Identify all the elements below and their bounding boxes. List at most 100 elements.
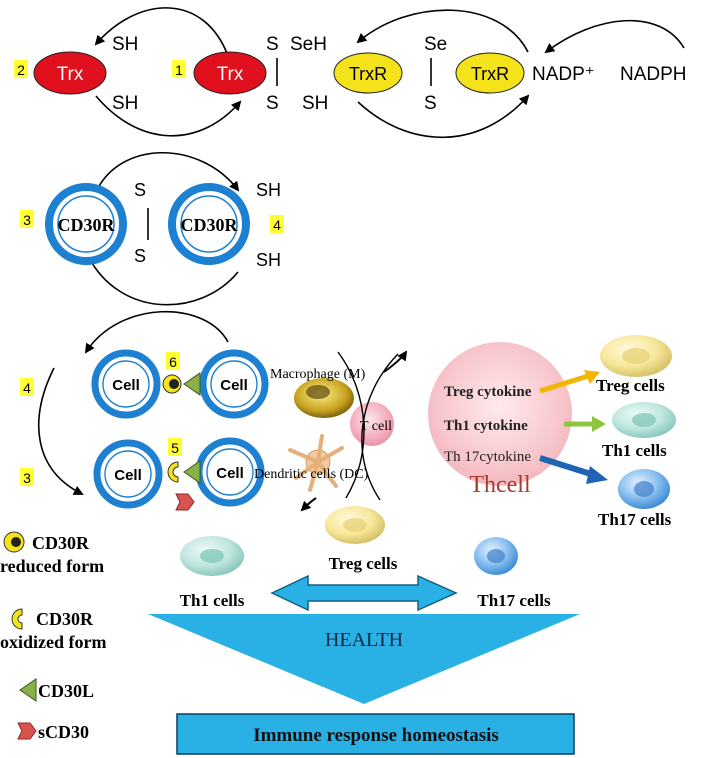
- legend-cd30r-oxidized-line2: oxidized form: [0, 632, 106, 652]
- step-badge-1: [172, 60, 186, 78]
- cell-label-b: Cell: [220, 377, 248, 394]
- step-badge-4-bottom: [20, 378, 34, 396]
- treg-arrow: [539, 373, 589, 394]
- cell-ring-c: [93, 439, 163, 509]
- macrophage-label: Macrophage (M): [270, 367, 366, 382]
- trx-oxidized-label: Trx: [217, 64, 244, 85]
- homeostasis-box: [176, 713, 575, 755]
- step-number-5: 5: [171, 440, 179, 456]
- step-number-3-bottom: 3: [23, 470, 31, 486]
- th17-cell-nucleus-icon: [634, 481, 654, 497]
- cd30r-oxidized-label: CD30R: [58, 215, 116, 235]
- th1-arrowhead: [592, 416, 606, 432]
- dendritic-cells-label: Dendritic cells (DC): [254, 467, 369, 482]
- treg-cells-label-right: Treg cells: [596, 376, 665, 395]
- curve-right: [361, 353, 399, 501]
- treg-arrowhead: [584, 370, 600, 384]
- th1-cell-nucleus-icon: [632, 413, 656, 427]
- legend-cd30l-label: CD30L: [38, 681, 94, 701]
- cd30r-oxidized-ring: [45, 183, 127, 265]
- trxr-oxidized-oval: [455, 52, 525, 94]
- th17-arrowhead: [586, 466, 608, 484]
- trxr-se: Se: [424, 34, 447, 55]
- oxidation-arrow-top: [94, 7, 229, 57]
- trx-s-bottom: S: [266, 93, 279, 114]
- trxr-seh: SeH: [290, 34, 327, 55]
- step-number-4-top: 4: [273, 217, 281, 233]
- cd30r-reduced-label: CD30R: [181, 215, 239, 235]
- trxr-s: S: [424, 93, 437, 114]
- legend-cd30r-reduced-core-icon: [11, 537, 21, 547]
- step-badge-2: [14, 60, 28, 78]
- step-badge-5: [168, 438, 182, 456]
- trx-sh-bottom: SH: [112, 93, 138, 114]
- t-cell-label: T cell: [360, 419, 392, 434]
- thcell-icon: [428, 342, 572, 486]
- cd30r-arrow-top: [95, 152, 240, 193]
- cell-ring-a: [91, 349, 161, 419]
- trx-redox-chain: 2 1 Trx SH SH Trx S S SeH SH TrxR Se S T…: [14, 7, 687, 139]
- homeostasis-label: Immune response homeostasis: [253, 725, 499, 746]
- th17-cytokine-label: Th 17cytokine: [444, 449, 531, 465]
- reduction-arrow-bottom: [95, 95, 242, 137]
- cell-label-a: Cell: [112, 377, 140, 394]
- step-number-6: 6: [169, 354, 177, 370]
- scd30-icon: [175, 493, 195, 511]
- step-badge-3-top: [20, 210, 34, 228]
- treg-cytokine-label: Treg cytokine: [444, 384, 532, 400]
- cd30r-sh-top: SH: [256, 180, 281, 200]
- th17-cell-left-nucleus-icon: [487, 549, 505, 563]
- trxr-oxidized-label: TrxR: [471, 64, 509, 84]
- trx-oxidized-oval: [193, 51, 267, 95]
- health-balance: Treg cells Th1 cells Th17 cells HEALTH I…: [148, 506, 580, 755]
- legend-cd30r-reduced-line2: reduced form: [0, 556, 104, 576]
- cd30r-reduced-inner-ring: [180, 195, 238, 253]
- step-badge-3-bottom: [20, 468, 34, 486]
- th1-cytokine-label: Th1 cytokine: [444, 418, 528, 434]
- treg-cells-label-center: Treg cells: [329, 554, 398, 573]
- health-label: HEALTH: [325, 629, 403, 651]
- trx-reduced-oval: [33, 51, 107, 95]
- cell-arrow-top: [84, 310, 229, 354]
- step-badge-6: [166, 352, 180, 370]
- nadph-label: NADPH: [620, 64, 687, 85]
- treg-cell-center-nucleus-icon: [343, 518, 367, 532]
- cd30l-icon: [183, 372, 201, 396]
- step-badge-4-top: [270, 215, 284, 233]
- legend-scd30-icon: [17, 722, 37, 740]
- trxr-reduced-oval: [333, 52, 403, 94]
- th17-arrow: [539, 455, 595, 478]
- trx-reduced-label: Trx: [57, 64, 84, 85]
- nadph-arrow: [544, 19, 685, 54]
- cell-label-c: Cell: [114, 467, 142, 484]
- t-cell-icon: [350, 402, 394, 446]
- cell-inner-ring-a: [102, 360, 150, 408]
- cd30r-reduced-core-icon: [169, 379, 179, 389]
- step-number-2: 2: [17, 62, 25, 78]
- feedback-arrow: [300, 497, 317, 512]
- th1-cell-left-nucleus-icon: [200, 549, 224, 563]
- trx-s-top: S: [266, 34, 279, 55]
- activation-arrow: [383, 350, 408, 373]
- cell-inner-ring-c: [104, 450, 152, 498]
- step-number-3-top: 3: [23, 212, 31, 228]
- cd30r-arrow-bottom: [87, 254, 239, 306]
- thcell-title: Thcell: [469, 472, 531, 498]
- trxr-sh: SH: [302, 93, 328, 114]
- curve-left: [337, 351, 365, 499]
- macrophage-nucleus-icon: [306, 385, 330, 399]
- trxr-arrow-bottom: [357, 94, 530, 139]
- step-number-4-bottom: 4: [23, 380, 31, 396]
- cell-ring-b: [199, 349, 269, 419]
- trxr-reduced-label: TrxR: [349, 64, 387, 84]
- th1-cells-label-center: Th1 cells: [180, 591, 245, 610]
- legend-cd30r-reduced-line1: CD30R: [32, 533, 90, 553]
- health-triangle: [148, 614, 580, 704]
- cell-arrow-left: [37, 367, 84, 495]
- balance-double-arrow: [270, 574, 458, 612]
- legend: CD30R reduced form CD30R oxidized form C…: [0, 531, 106, 742]
- th1-cells-label-right: Th1 cells: [602, 441, 667, 460]
- th17-cells-label-right: Th17 cells: [598, 510, 672, 529]
- legend-cd30r-oxidized-icon: [11, 608, 23, 630]
